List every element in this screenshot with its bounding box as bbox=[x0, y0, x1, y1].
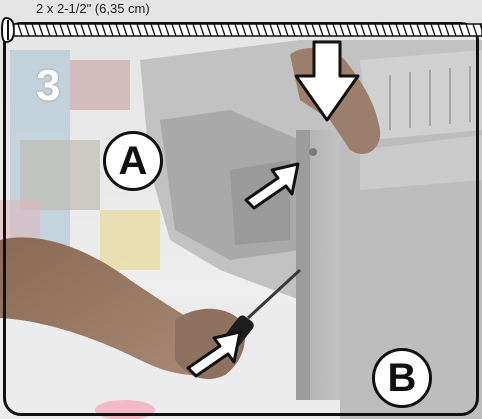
background-toy-part bbox=[70, 60, 130, 110]
callout-a: A bbox=[103, 131, 163, 191]
screw-head bbox=[309, 148, 317, 156]
callout-b-label: B bbox=[388, 358, 417, 398]
callout-a-label: A bbox=[119, 141, 148, 181]
step-number: 3 bbox=[36, 64, 60, 108]
arrow-down-icon bbox=[292, 40, 362, 122]
background-toy-part bbox=[20, 140, 100, 210]
arrow-pointer-icon bbox=[242, 160, 302, 212]
arrow-pointer-icon bbox=[184, 328, 244, 380]
callout-b: B bbox=[372, 348, 432, 408]
screw-icon bbox=[0, 14, 482, 46]
background-toy-part bbox=[100, 210, 160, 270]
